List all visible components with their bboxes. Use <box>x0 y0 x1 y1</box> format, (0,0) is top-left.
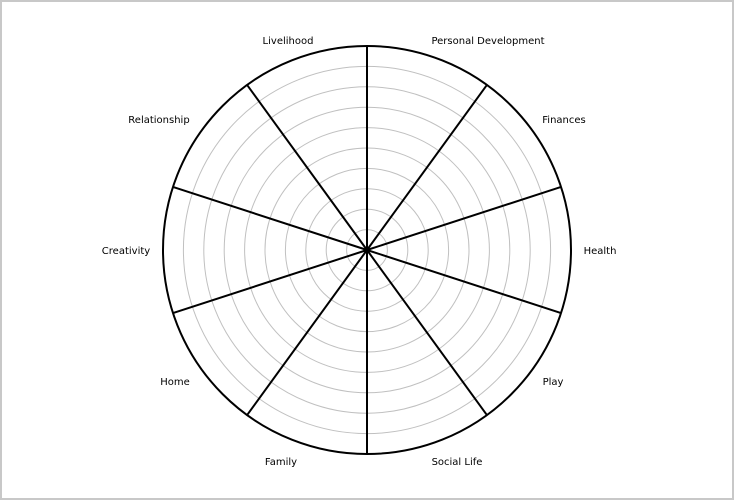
category-label: Health <box>584 246 617 257</box>
category-label: Social Life <box>432 457 483 468</box>
spoke-line <box>366 84 488 251</box>
category-label: Family <box>265 457 297 468</box>
category-label: Play <box>543 377 564 388</box>
category-label: Relationship <box>128 115 189 126</box>
category-label: Finances <box>542 115 585 126</box>
category-label: Personal Development <box>431 36 544 47</box>
category-label: Livelihood <box>263 36 314 47</box>
spoke-line <box>172 249 368 314</box>
spoke-line <box>246 249 368 416</box>
category-label: Creativity <box>102 246 150 257</box>
spoke-line <box>366 249 488 416</box>
spoke-line <box>172 186 368 251</box>
spoke-line <box>366 249 562 314</box>
spoke-line <box>246 84 368 251</box>
spoke-line <box>366 186 562 251</box>
category-label: Home <box>160 377 190 388</box>
